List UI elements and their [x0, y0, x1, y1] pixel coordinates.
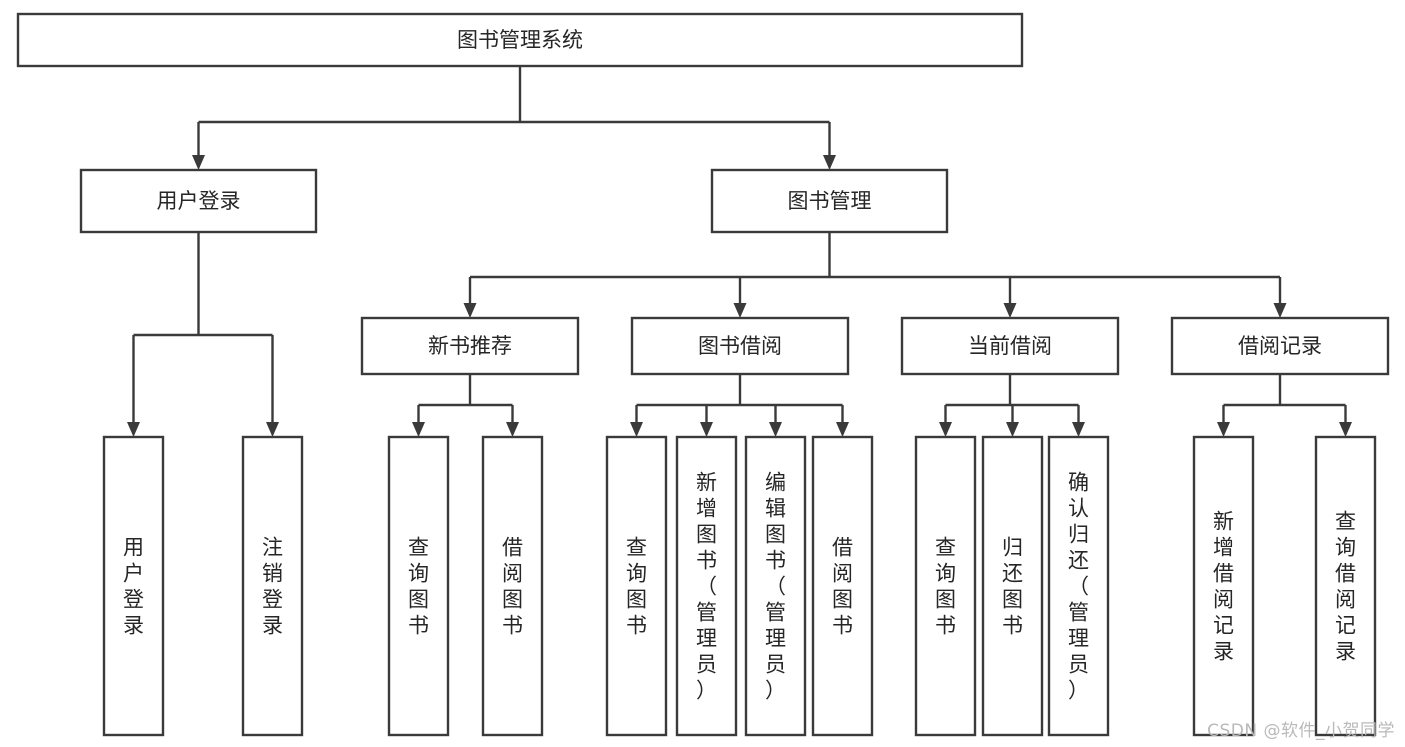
node-leaf-confirm-return[interactable]: 确认归还（管理员）: [1047, 435, 1110, 737]
node-leaf-add-record[interactable]: 新增借阅记录: [1192, 435, 1255, 737]
node-label: 用户登录: [123, 535, 144, 637]
node-leaf-user-login[interactable]: 用户登录: [102, 435, 165, 737]
arrow-head: [700, 422, 713, 437]
node-leaf-borrow-book[interactable]: 借阅图书: [811, 435, 874, 737]
node-box[interactable]: [744, 435, 807, 737]
arrow-head: [1217, 422, 1230, 437]
csdn-watermark: CSDN @软件_小贺同学: [1207, 721, 1395, 741]
node-box[interactable]: [900, 316, 1120, 376]
node-label: 新书推荐: [428, 334, 512, 358]
node-box[interactable]: [630, 316, 850, 376]
node-box[interactable]: [605, 435, 668, 737]
arrow-head: [630, 422, 643, 437]
node-label: 查询图书: [626, 535, 647, 637]
arrow-head: [836, 422, 849, 437]
node-leaf-borrow-book-rec[interactable]: 借阅图书: [481, 435, 544, 737]
arrow-head: [823, 155, 836, 170]
node-leaf-query-book-borrow[interactable]: 查询图书: [605, 435, 668, 737]
node-box[interactable]: [710, 168, 949, 234]
node-label: 编辑图书（管理员）: [765, 470, 786, 702]
node-borrow-record[interactable]: 借阅记录: [1170, 316, 1390, 376]
arrow-head: [463, 303, 477, 318]
node-box[interactable]: [675, 435, 738, 737]
nodes-layer: 图书管理系统用户登录图书管理新书推荐图书借阅当前借阅借阅记录用户登录注销登录查询…: [16, 12, 1390, 737]
node-book-borrow[interactable]: 图书借阅: [630, 316, 850, 376]
node-box[interactable]: [387, 435, 450, 737]
node-box[interactable]: [1192, 435, 1255, 737]
node-leaf-return-book[interactable]: 归还图书: [981, 435, 1044, 737]
arrow-head: [769, 422, 782, 437]
node-box[interactable]: [102, 435, 165, 737]
arrow-head: [1273, 303, 1287, 318]
node-current-borrow[interactable]: 当前借阅: [900, 316, 1120, 376]
node-leaf-add-book[interactable]: 新增图书（管理员）: [675, 435, 738, 737]
node-label: 借阅图书: [832, 535, 853, 637]
node-box[interactable]: [481, 435, 544, 737]
node-box[interactable]: [811, 435, 874, 737]
arrow-head: [1006, 422, 1019, 437]
arrow-head: [192, 155, 205, 170]
node-label: 图书管理: [788, 189, 872, 213]
arrow-head: [1339, 422, 1352, 437]
node-box[interactable]: [79, 168, 318, 234]
node-label: 新增图书（管理员）: [696, 470, 717, 702]
arrow-head: [733, 303, 747, 318]
node-label: 当前借阅: [968, 334, 1052, 358]
arrow-head: [266, 422, 279, 437]
node-label: 借阅记录: [1238, 334, 1322, 358]
node-box[interactable]: [1047, 435, 1110, 737]
arrow-head: [1003, 303, 1017, 318]
node-label: 归还图书: [1002, 535, 1023, 637]
node-box[interactable]: [981, 435, 1044, 737]
node-new-book-recommend[interactable]: 新书推荐: [360, 316, 580, 376]
node-label: 查询图书: [935, 535, 956, 637]
node-leaf-logout[interactable]: 注销登录: [241, 435, 304, 737]
arrow-head: [412, 422, 425, 437]
node-label: 查询借阅记录: [1335, 509, 1356, 663]
node-leaf-query-book-rec[interactable]: 查询图书: [387, 435, 450, 737]
node-label: 图书借阅: [698, 334, 782, 358]
node-label: 图书管理系统: [457, 28, 583, 52]
edges-layer: [127, 66, 1352, 437]
arrow-head: [939, 422, 952, 437]
arrow-head: [506, 422, 519, 437]
node-box[interactable]: [16, 12, 1024, 68]
node-box[interactable]: [360, 316, 580, 376]
node-label: 查询图书: [408, 535, 429, 637]
node-label: 借阅图书: [502, 535, 523, 637]
node-book-manage[interactable]: 图书管理: [710, 168, 949, 234]
arrow-head: [127, 422, 140, 437]
node-box[interactable]: [241, 435, 304, 737]
node-box[interactable]: [1314, 435, 1377, 737]
node-box[interactable]: [1170, 316, 1390, 376]
node-root[interactable]: 图书管理系统: [16, 12, 1024, 68]
node-label: 新增借阅记录: [1213, 509, 1234, 663]
node-box[interactable]: [914, 435, 977, 737]
node-leaf-query-book-cur[interactable]: 查询图书: [914, 435, 977, 737]
node-label: 确认归还（管理员）: [1068, 470, 1089, 702]
node-label: 注销登录: [262, 535, 283, 637]
arrow-head: [1072, 422, 1085, 437]
node-user-login[interactable]: 用户登录: [79, 168, 318, 234]
node-leaf-edit-book[interactable]: 编辑图书（管理员）: [744, 435, 807, 737]
node-leaf-query-record[interactable]: 查询借阅记录: [1314, 435, 1377, 737]
node-label: 用户登录: [157, 189, 241, 213]
